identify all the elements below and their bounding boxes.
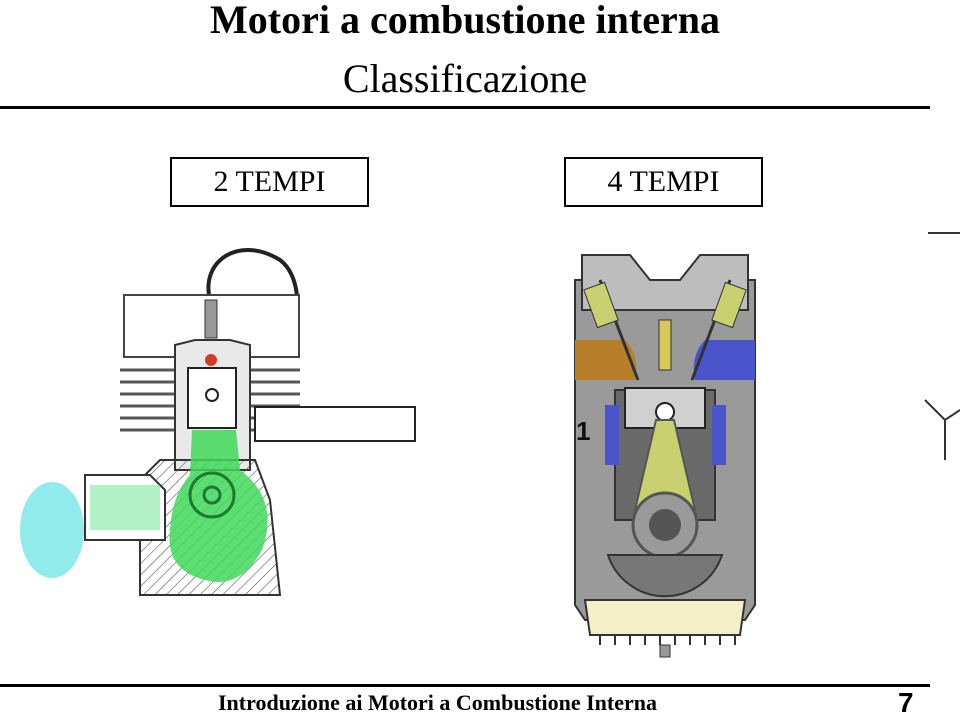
title-divider xyxy=(0,106,930,109)
slide-subtitle: Classificazione xyxy=(342,56,588,101)
two-stroke-label: 2 TEMPI xyxy=(213,165,326,198)
four-stroke-engine-diagram: 1 xyxy=(574,254,756,658)
page-number: 7 xyxy=(898,687,914,718)
cropped-diagram-fragment xyxy=(924,232,960,460)
footer-divider xyxy=(0,684,930,687)
stroke-number-label: 1 xyxy=(576,416,590,446)
four-stroke-label-box: 4 TEMPI xyxy=(564,157,763,207)
footer-text: Introduzione ai Motori a Combustione Int… xyxy=(218,690,657,715)
four-stroke-label: 4 TEMPI xyxy=(607,165,720,198)
two-stroke-label-box: 2 TEMPI xyxy=(170,157,369,207)
two-stroke-engine-diagram xyxy=(20,248,416,596)
slide-title: Motori a combustione interna xyxy=(210,0,720,42)
